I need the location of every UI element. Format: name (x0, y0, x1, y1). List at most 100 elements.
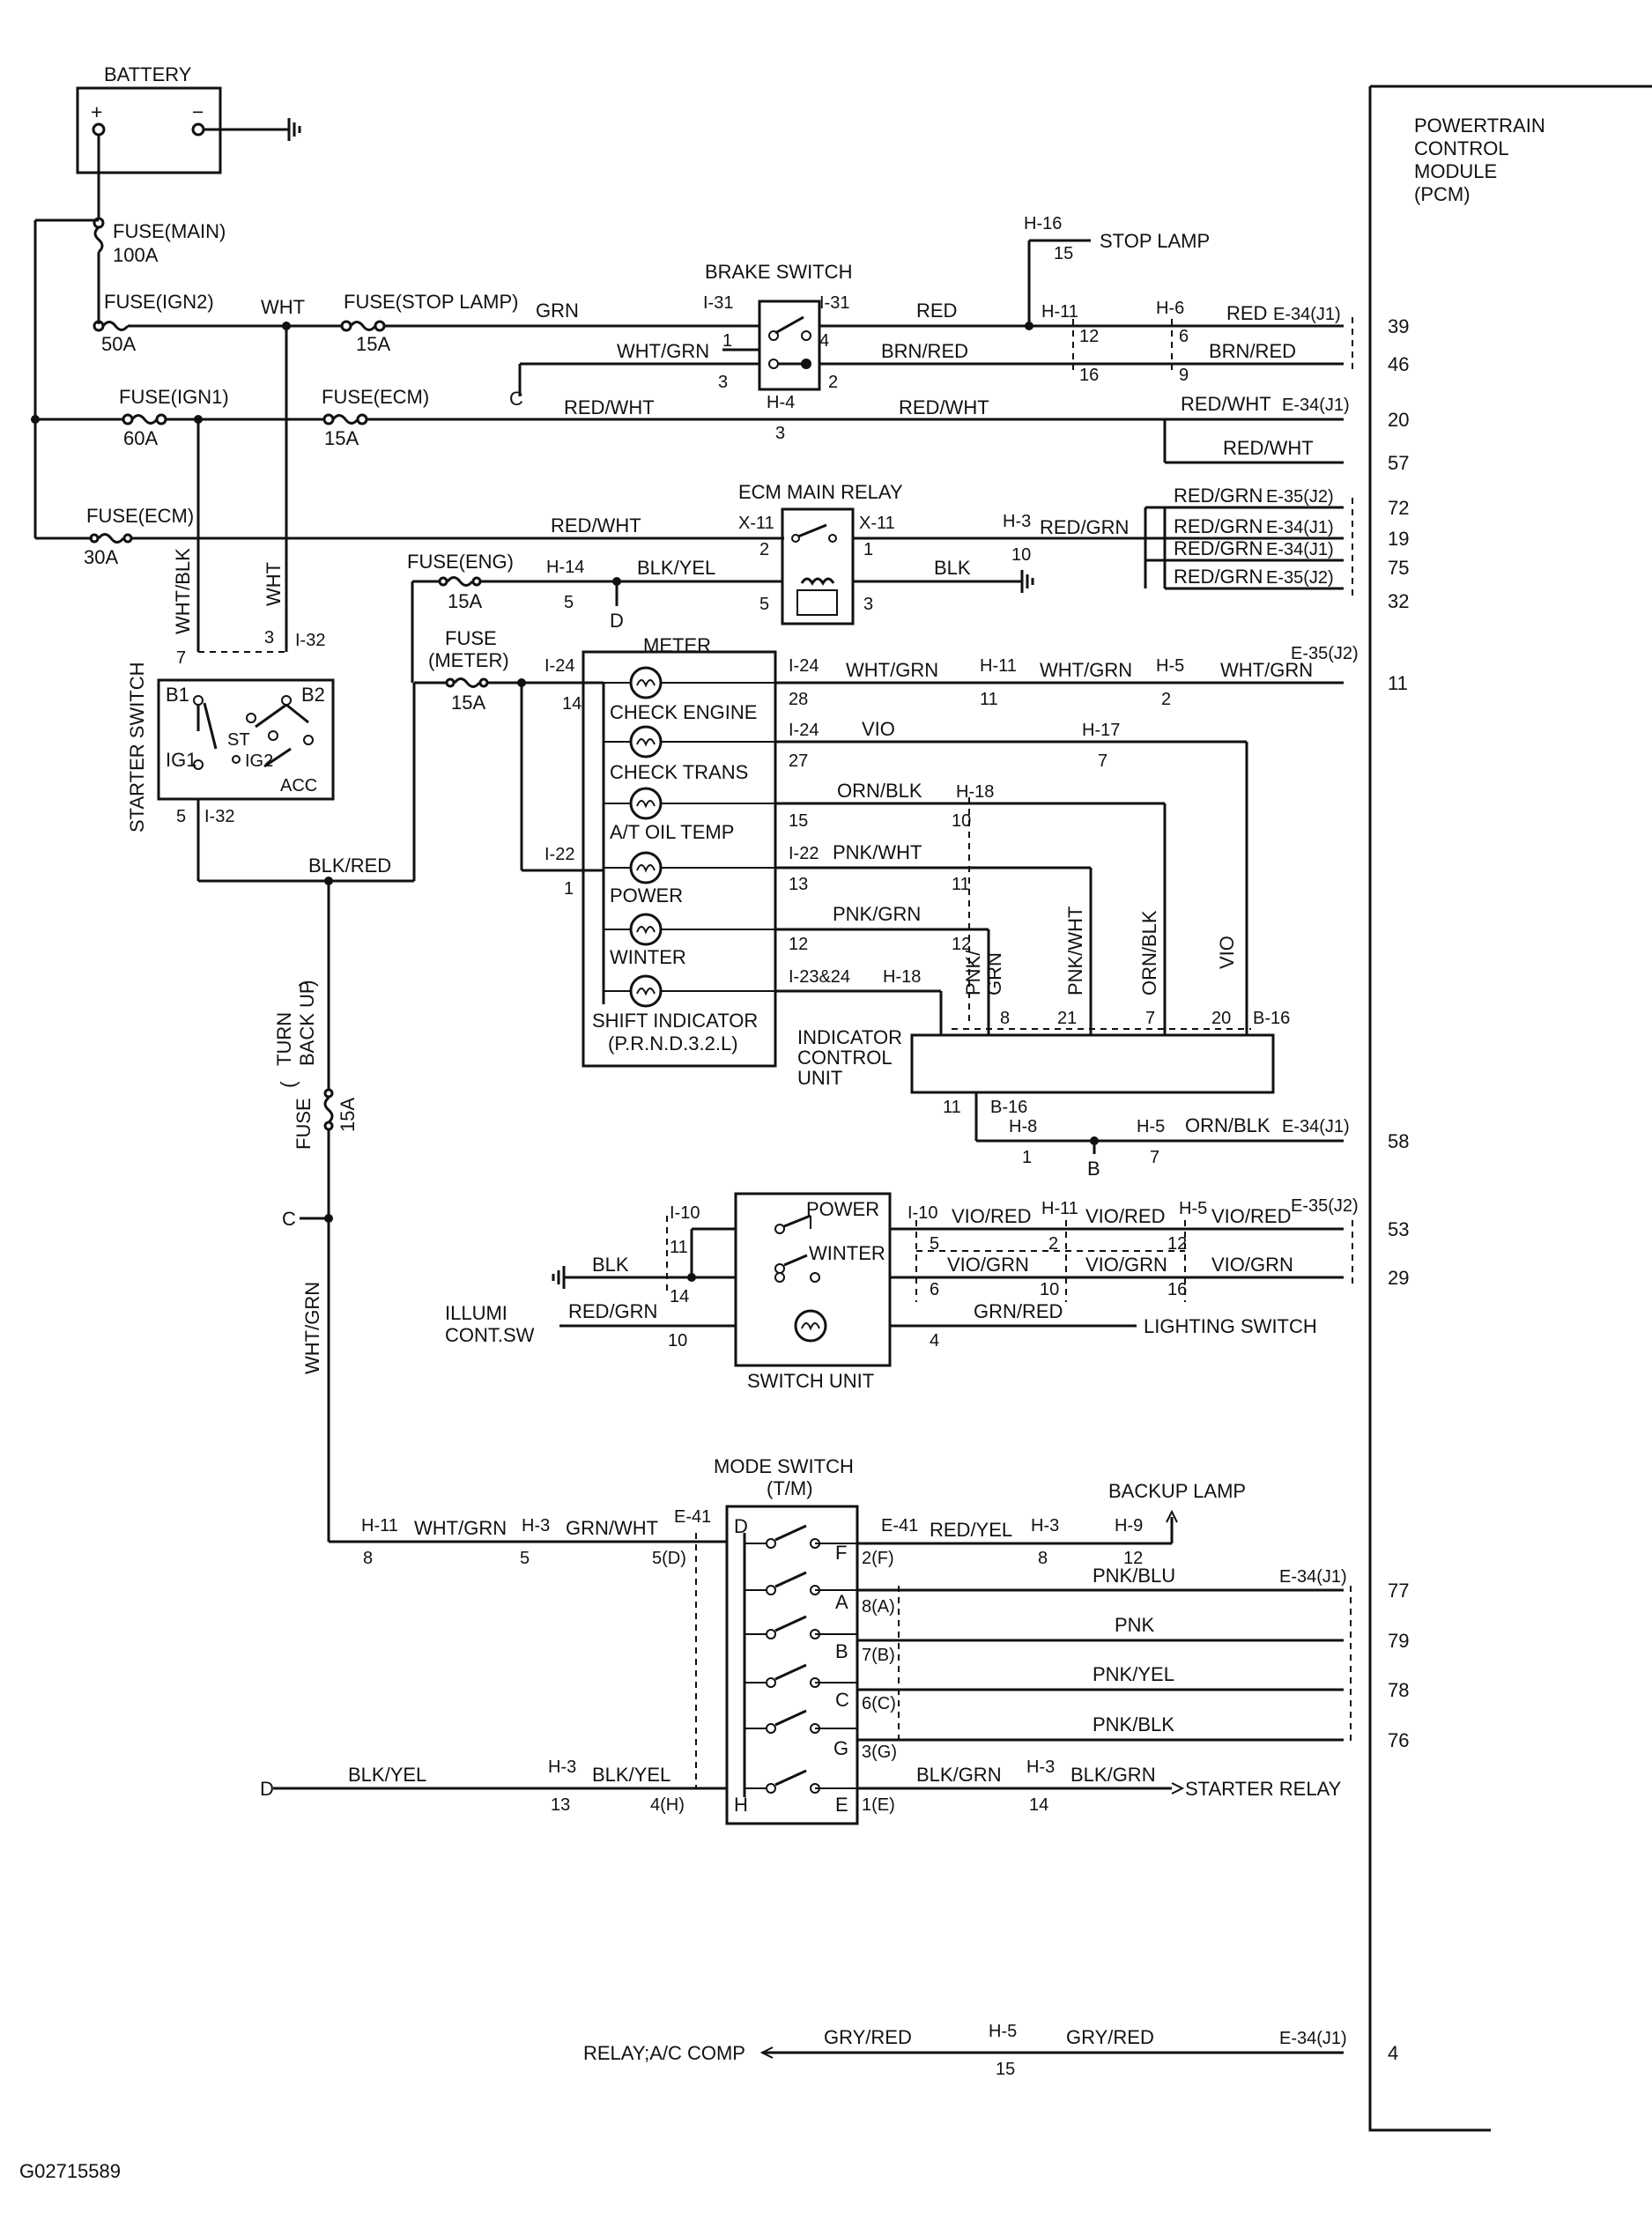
svg-text:11: 11 (943, 1098, 961, 1117)
svg-text:WINTER: WINTER (610, 946, 686, 968)
svg-text:CHECK ENGINE: CHECK ENGINE (610, 701, 757, 723)
svg-text:14: 14 (562, 694, 582, 714)
pcm-module: POWERTRAIN CONTROL MODULE (PCM) 39 46 20… (1368, 85, 1652, 2132)
svg-text:15A: 15A (356, 333, 390, 355)
svg-text:RED/YEL: RED/YEL (930, 1519, 1012, 1541)
svg-text:METER: METER (643, 634, 711, 656)
svg-text:32: 32 (1388, 590, 1409, 612)
svg-text:I-23&24: I-23&24 (789, 967, 850, 987)
svg-text:15A: 15A (324, 427, 359, 449)
svg-text:7: 7 (176, 648, 186, 668)
svg-text:RED/GRN: RED/GRN (1040, 516, 1129, 538)
svg-text:BLK/RED: BLK/RED (308, 855, 391, 877)
svg-text:E-41: E-41 (881, 1516, 918, 1536)
switch-unit: SWITCH UNIT POWER WINTER (734, 1192, 892, 1392)
svg-text:3: 3 (863, 595, 873, 614)
svg-text:H-3: H-3 (1031, 1516, 1059, 1536)
svg-text:10: 10 (952, 811, 971, 831)
svg-text:58: 58 (1388, 1130, 1409, 1152)
svg-text:11: 11 (952, 875, 970, 894)
svg-text:H-17: H-17 (1082, 721, 1120, 740)
svg-text:STARTER RELAY: STARTER RELAY (1185, 1778, 1342, 1800)
svg-text:WHT/GRN: WHT/GRN (617, 340, 709, 362)
svg-text:H-18: H-18 (956, 782, 994, 802)
svg-text:I-24: I-24 (544, 656, 574, 676)
svg-text:H-3: H-3 (548, 1758, 576, 1777)
svg-text:FUSE(IGN1): FUSE(IGN1) (119, 386, 229, 408)
svg-text:FUSE(ECM): FUSE(ECM) (322, 386, 429, 408)
svg-text:75: 75 (1388, 557, 1409, 579)
svg-text:78: 78 (1388, 1679, 1409, 1701)
svg-text:I-32: I-32 (295, 631, 325, 650)
brake-switch: BRAKE SWITCH I-31 I-31 1 4 3 2 (703, 261, 852, 392)
svg-text:5: 5 (759, 595, 769, 614)
svg-text:VIO/RED: VIO/RED (1085, 1205, 1165, 1227)
svg-text:8(A): 8(A) (862, 1597, 895, 1617)
svg-text:BLK: BLK (592, 1254, 629, 1276)
svg-text:B1: B1 (166, 684, 189, 706)
svg-text:4: 4 (930, 1331, 939, 1350)
svg-text:PNK: PNK (1115, 1614, 1155, 1636)
svg-text:13: 13 (789, 875, 808, 894)
svg-text:2: 2 (828, 373, 838, 392)
svg-text:(PCM): (PCM) (1414, 183, 1471, 205)
svg-text:BLK/YEL: BLK/YEL (592, 1764, 670, 1786)
svg-text:WHT/GRN: WHT/GRN (1220, 659, 1313, 681)
svg-text:12: 12 (952, 935, 971, 954)
svg-text:77: 77 (1388, 1580, 1409, 1602)
svg-text:E-34(J1): E-34(J1) (1266, 518, 1334, 537)
svg-text:15: 15 (789, 811, 808, 831)
svg-text:BLK/YEL: BLK/YEL (637, 557, 715, 579)
svg-text:53: 53 (1388, 1218, 1409, 1240)
svg-text:I-32: I-32 (204, 807, 234, 826)
svg-text:6: 6 (1179, 327, 1189, 346)
svg-text:C: C (282, 1208, 296, 1230)
indicator-control-unit: INDICATOR CONTROL UNIT (797, 1026, 1275, 1094)
svg-text:FUSE: FUSE (293, 1098, 315, 1150)
svg-text:MODE SWITCH: MODE SWITCH (714, 1455, 854, 1477)
svg-text:5: 5 (930, 1234, 939, 1254)
svg-text:29: 29 (1388, 1267, 1409, 1289)
svg-text:E-35(J2): E-35(J2) (1266, 568, 1334, 588)
svg-text:X-11: X-11 (859, 514, 895, 533)
svg-text:RED: RED (1226, 302, 1267, 324)
svg-text:5: 5 (176, 807, 186, 826)
svg-text:39: 39 (1388, 315, 1409, 337)
svg-text:WHT: WHT (261, 296, 305, 318)
svg-text:16: 16 (1167, 1280, 1187, 1299)
svg-text:50A: 50A (101, 333, 136, 355)
svg-text:PNK/WHT: PNK/WHT (1064, 906, 1086, 995)
svg-text:16: 16 (1079, 366, 1099, 385)
svg-text:B: B (835, 1640, 848, 1662)
svg-text:X-11: X-11 (738, 514, 774, 533)
svg-text:7: 7 (1145, 1009, 1155, 1028)
svg-text:15A: 15A (448, 590, 482, 612)
svg-text:−: − (192, 100, 204, 123)
svg-text:(: ( (277, 1081, 300, 1088)
svg-text:10: 10 (668, 1331, 687, 1350)
svg-text:4(H): 4(H) (650, 1795, 685, 1815)
svg-text:7: 7 (1150, 1148, 1159, 1167)
svg-text:13: 13 (551, 1795, 570, 1815)
svg-text:IG1: IG1 (166, 749, 196, 771)
svg-text:E-34(J1): E-34(J1) (1273, 305, 1341, 324)
svg-text:C: C (509, 388, 523, 410)
svg-text:12: 12 (1079, 327, 1099, 346)
svg-text:TURN: TURN (273, 1012, 295, 1066)
svg-text:20: 20 (1388, 409, 1409, 431)
svg-text:I-24: I-24 (789, 656, 819, 676)
svg-text:): ) (295, 980, 318, 987)
svg-text:I-31: I-31 (819, 293, 849, 313)
svg-text:9: 9 (1179, 366, 1189, 385)
svg-text:20: 20 (1211, 1009, 1231, 1028)
svg-text:E-34(J1): E-34(J1) (1279, 1567, 1347, 1587)
svg-text:E-35(J2): E-35(J2) (1291, 1196, 1359, 1216)
svg-text:30A: 30A (84, 546, 118, 568)
svg-text:D: D (734, 1515, 748, 1537)
svg-text:ORN/BLK: ORN/BLK (1185, 1114, 1270, 1136)
svg-text:H-5: H-5 (1156, 656, 1184, 676)
starter-switch: STARTER SWITCH 7 3 I-32 B1 B2 IG1 ST IG2… (126, 628, 335, 832)
svg-text:1: 1 (863, 540, 873, 559)
svg-text:I-10: I-10 (907, 1203, 937, 1223)
svg-text:12: 12 (1123, 1549, 1143, 1568)
